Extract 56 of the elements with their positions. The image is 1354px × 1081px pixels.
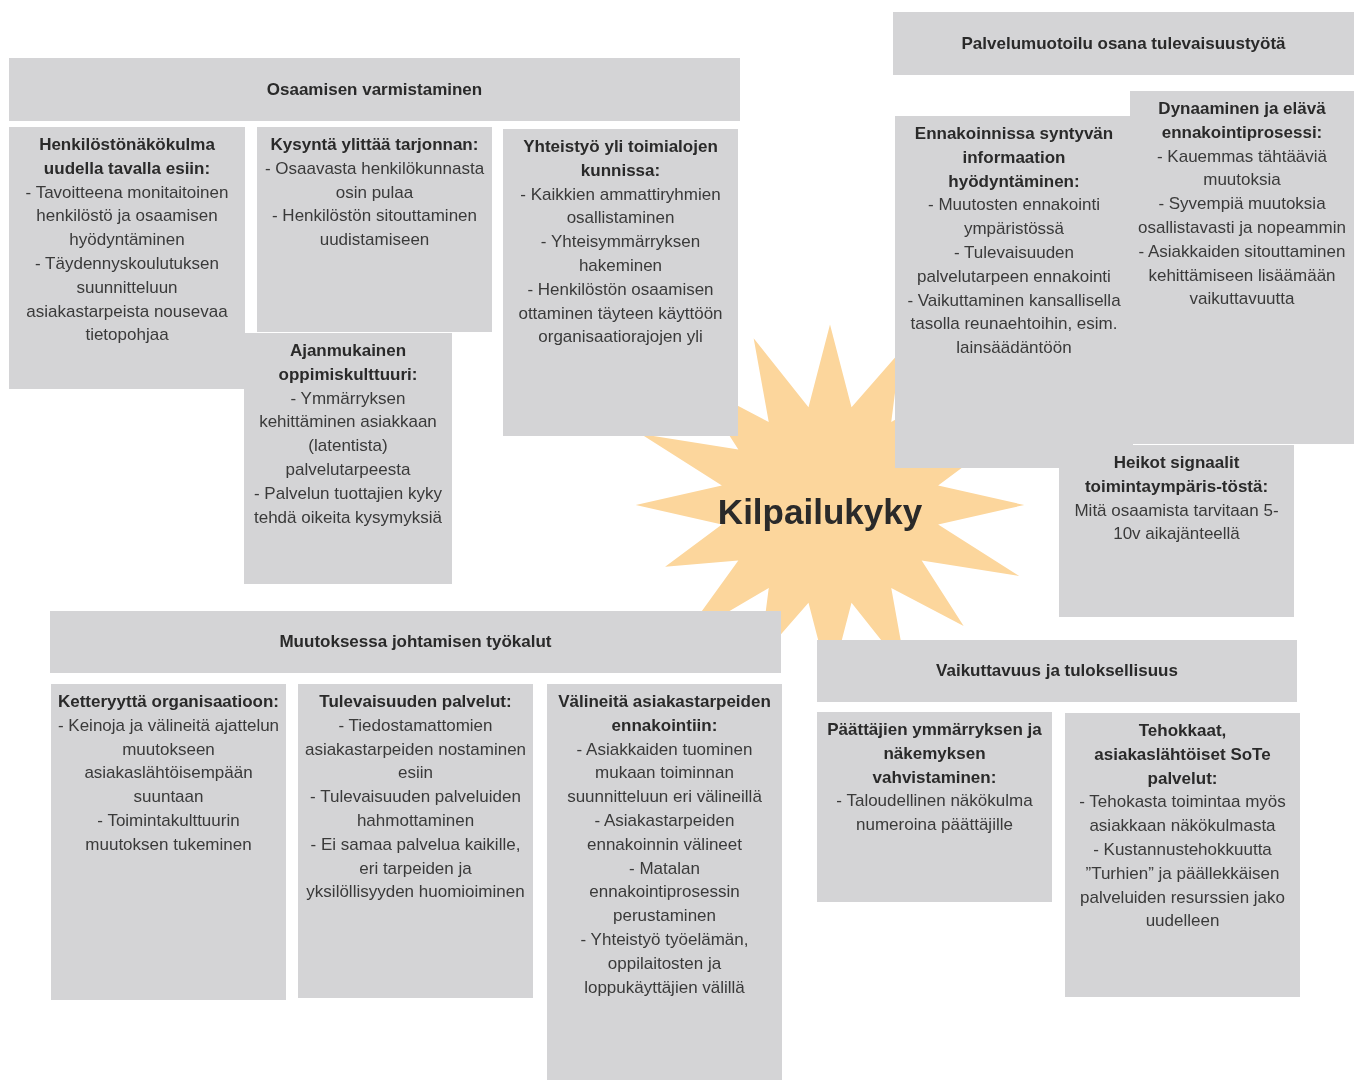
bullet-text: - Osaavasta henkilökunnasta osin pulaa <box>263 157 486 204</box>
section-header: Vaikuttavuus ja tuloksellisuus <box>817 640 1297 702</box>
topic-card <box>244 333 452 584</box>
bullet-text: - Ei samaa palvelua kaikille, eri tarpeiden ja yksilöllisyyden huomioiminen <box>305 833 526 904</box>
bullet-text: - Ymmärryksen kehittäminen asiakkaan (latentista) palvelutarpeesta <box>258 387 438 481</box>
topic-card <box>1059 445 1294 617</box>
bullet-text: - Taloudellinen näkökulma numeroina päättäjille <box>835 790 1034 837</box>
topic-card <box>298 684 533 998</box>
bullet-text: - Henkilöstön sitouttaminen uudistamiseen <box>270 205 478 252</box>
bullet-text: - Toimintakulttuurin muutoksen tukeminen <box>84 810 253 856</box>
topic-card <box>817 712 1052 902</box>
bullet-text: - Kauemmas tähtääviä muutoksia <box>1155 145 1329 192</box>
bullet-text: - Keinoja ja välineitä ajattelun muutokseen asiakaslähtöisempään suuntaan <box>57 714 280 809</box>
bullet-text: - Vaikuttaminen kansallisella tasolla reunaehtoihin, esim. lainsäädäntöön <box>906 289 1122 360</box>
card-heading: Kysyntä ylittää tarjonnan: <box>269 134 480 156</box>
section-header: Muutoksessa johtamisen työkalut <box>50 611 781 673</box>
topic-card <box>1065 713 1300 997</box>
bullet-text: - Täydennyskoulutuksen suunnitteluun asiakastarpeista nousevaa tietopohjaa <box>25 253 229 347</box>
center-title: Kilpailukyky <box>717 492 923 532</box>
topic-card <box>547 684 782 1080</box>
bullet-text: - Yhteisymmärryksen hakeminen <box>539 231 702 277</box>
bullet-text: - Tiedostamattomien asiakastarpeiden nostaminen esiin <box>304 714 527 785</box>
section-header: Osaamisen varmistaminen <box>9 58 740 121</box>
card-heading: Ajanmukainen oppimiskulttuuri: <box>277 340 419 386</box>
section-header: Palvelumuotoilu osana tulevaisuustyötä <box>893 12 1354 75</box>
bullet-text: - Henkilöstön osaamisen ottaminen täyteen käyttöön organisaatiorajojen yli <box>517 278 724 349</box>
card-heading: Heikot signaalit toimintaympäris-töstä: <box>1083 452 1270 498</box>
topic-card <box>257 127 492 332</box>
bullet-text: - Yhteistyö työelämän, oppilaitosten ja loppukäyttäjien välillä <box>579 928 750 999</box>
bullet-text: - Asiakkaiden tuominen mukaan toiminnan suunnitteluun eri välineillä <box>566 738 763 809</box>
card-heading: Henkilöstönäkökulma uudella tavalla esiin: <box>38 134 216 180</box>
bullet-text: - Tulevaisuuden palveluiden hahmottaminen <box>309 786 522 832</box>
topic-card <box>9 127 245 389</box>
bullet-text: - Asiakastarpeiden ennakoinnin välineet <box>586 810 743 856</box>
bullet-text: - Asiakkaiden sitouttaminen kehittämiseen lisäämään vaikuttavuutta <box>1137 240 1347 311</box>
bullet-text: Mitä osaamista tarvitaan 5-10v aikajänteellä <box>1073 499 1280 546</box>
bullet-text: - Kaikkien ammattiryhmien osallistaminen <box>519 183 722 230</box>
card-heading: Päättäjien ymmärryksen ja näkemyksen vahvistaminen: <box>826 719 1043 789</box>
topic-card <box>1130 91 1354 444</box>
bullet-text: - Matalan ennakointiprosessin perustaminen <box>588 857 741 928</box>
card-heading: Tulevaisuuden palvelut: <box>318 691 513 713</box>
topic-card <box>51 684 286 1000</box>
topic-card <box>503 129 738 436</box>
card-heading: Tehokkaat, asiakaslähtöiset SoTe palvelut: <box>1093 720 1272 790</box>
card-heading: Ketteryyttä organisaatioon: <box>57 691 280 713</box>
bullet-text: - Muutosten ennakointi ympäristössä <box>927 194 1101 241</box>
bullet-text: - Tehokasta toimintaa myös asiakkaan näkökulmasta <box>1078 791 1287 838</box>
bullet-text: - Kustannustehokkuutta ”Turhien” ja päällekkäisen palveluiden resurssien jako uudelleen <box>1078 839 1287 933</box>
card-heading: Ennakoinnissa syntyvän informaation hyödyntäminen: <box>913 123 1115 193</box>
card-heading: Välineitä asiakastarpeiden ennakointiin: <box>557 691 772 737</box>
bullet-text: - Palvelun tuottajien kyky tehdä oikeita kysymyksiä <box>252 482 443 529</box>
bullet-text: - Syvempiä muutoksia osallistavasti ja nopeammin <box>1137 193 1347 239</box>
bullet-text: - Tulevaisuuden palvelutarpeen ennakointi <box>916 242 1112 288</box>
card-heading: Dynaaminen ja elävä ennakointiprosessi: <box>1157 98 1327 144</box>
card-heading: Yhteistyö yli toimialojen kunnissa: <box>522 136 719 182</box>
bullet-text: - Tavoitteena monitaitoinen henkilöstö ja osaamisen hyödyntäminen <box>24 181 230 252</box>
